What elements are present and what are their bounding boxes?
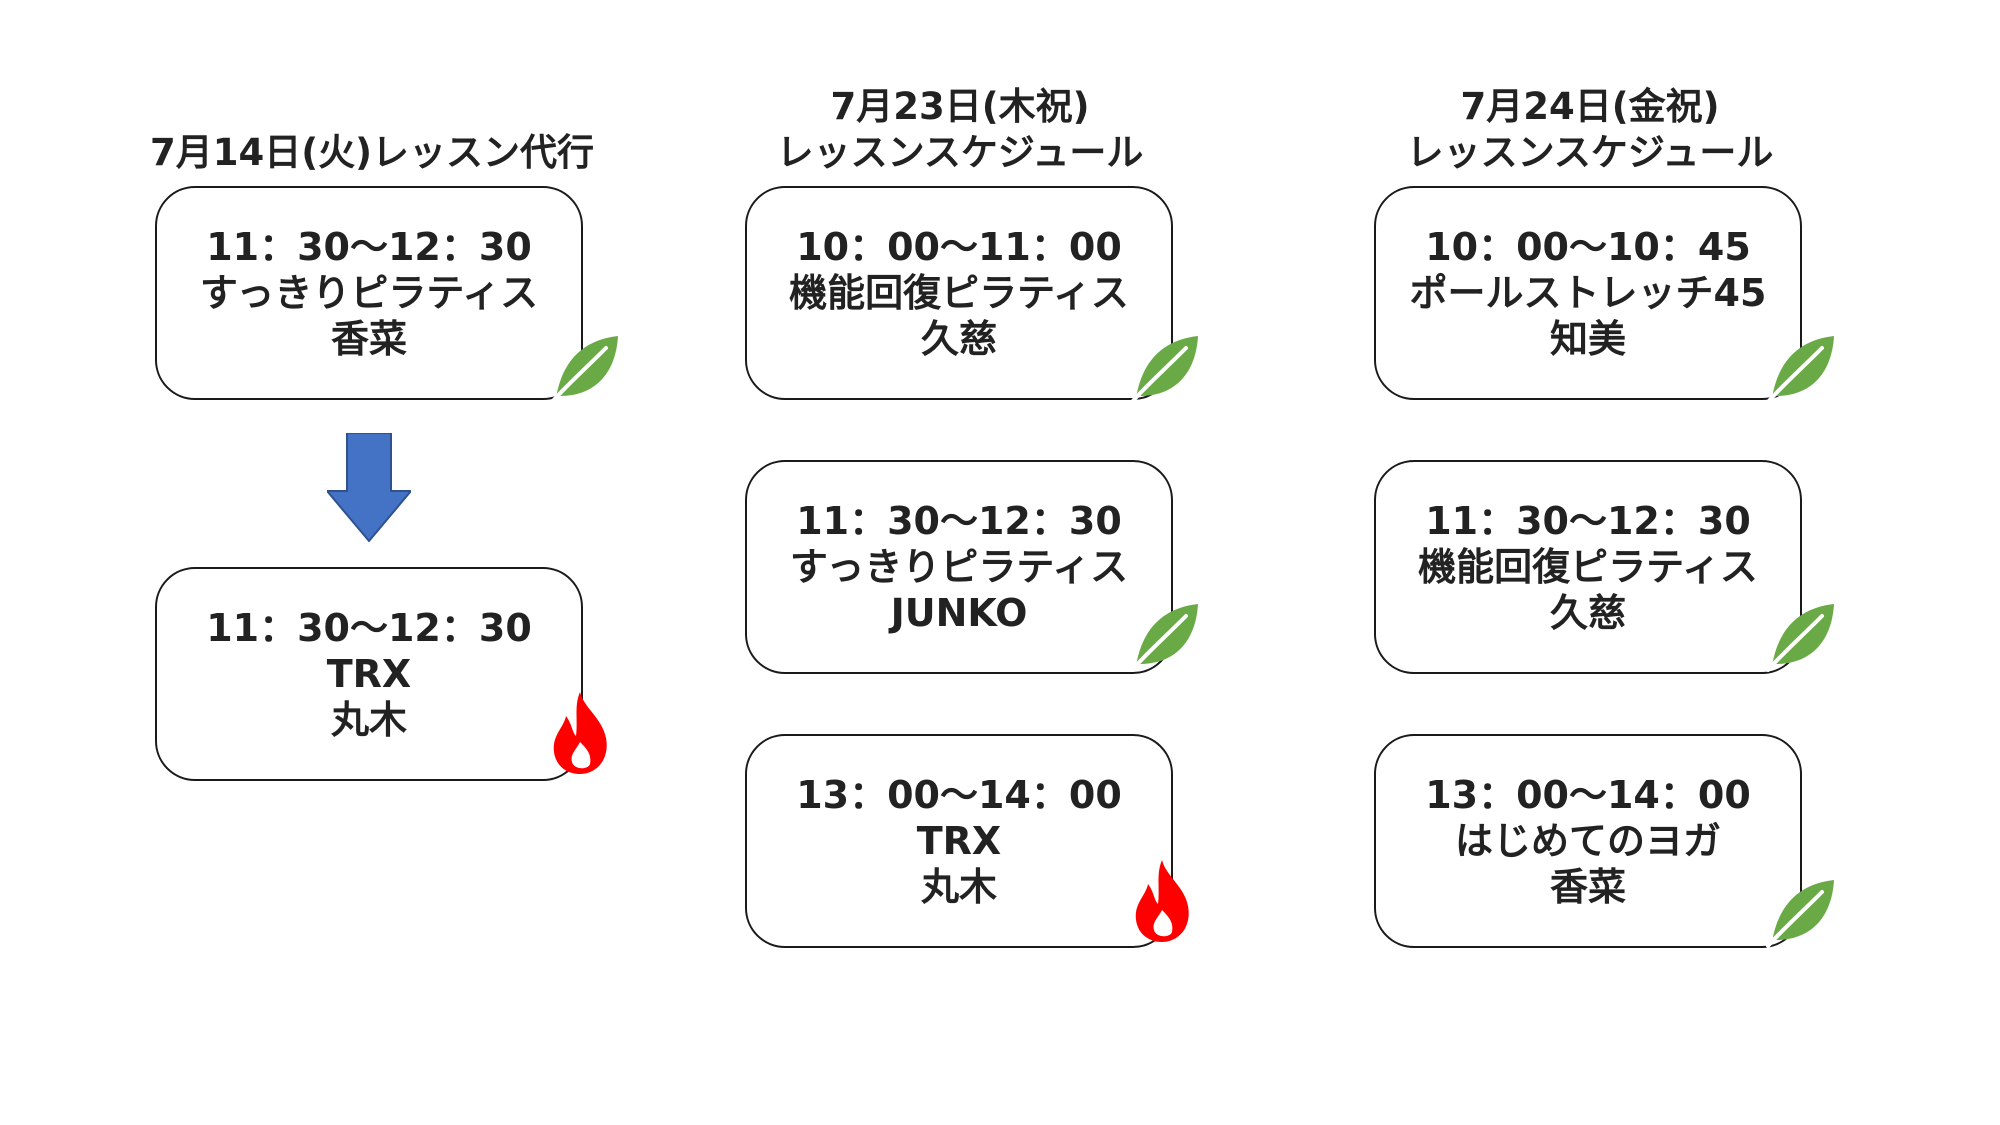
lesson-name: はじめてのヨガ xyxy=(1454,819,1721,863)
lesson-name: TRX xyxy=(326,652,412,696)
lesson-instructor: 香菜 xyxy=(330,317,407,361)
lesson-instructor: 知美 xyxy=(1549,317,1626,361)
lesson-card-jul14-substitute: 11：30～12：30 TRX 丸木 xyxy=(155,567,583,781)
lesson-time: 11：30～12：30 xyxy=(206,225,532,269)
down-arrow-icon xyxy=(327,433,411,543)
lesson-time: 10：00～11：00 xyxy=(796,225,1122,269)
lesson-card-jul23-2: 11：30～12：30 すっきりピラティス JUNKO xyxy=(745,460,1173,674)
leaf-icon xyxy=(1128,332,1200,404)
lesson-name: 機能回復ピラティス xyxy=(1418,545,1758,589)
lesson-instructor: 香菜 xyxy=(1549,865,1626,909)
lesson-card-jul24-2: 11：30～12：30 機能回復ピラティス 久慈 xyxy=(1374,460,1802,674)
lesson-name: ポールストレッチ45 xyxy=(1409,271,1767,315)
lesson-instructor: 久慈 xyxy=(920,317,997,361)
leaf-icon xyxy=(1764,876,1836,948)
heading-jul24-line1: 7月24日(金祝) xyxy=(1460,85,1720,128)
lesson-time: 11：30～12：30 xyxy=(206,606,532,650)
leaf-icon xyxy=(1128,600,1200,672)
heading-jul23-line2: レッスンスケジュール xyxy=(776,131,1144,174)
lesson-name: すっきりピラティス xyxy=(789,545,1129,589)
heading-jul24-line2: レッスンスケジュール xyxy=(1406,131,1774,174)
lesson-time: 11：30～12：30 xyxy=(796,499,1122,543)
lesson-card-jul23-3: 13：00～14：00 TRX 丸木 xyxy=(745,734,1173,948)
heading-jul23: 7月23日(木祝) レッスンスケジュール xyxy=(740,84,1180,176)
lesson-card-jul14-original: 11：30～12：30 すっきりピラティス 香菜 xyxy=(155,186,583,400)
lesson-card-jul23-1: 10：00～11：00 機能回復ピラティス 久慈 xyxy=(745,186,1173,400)
flame-icon xyxy=(550,690,612,776)
flame-icon xyxy=(1132,858,1194,944)
lesson-card-jul24-1: 10：00～10：45 ポールストレッチ45 知美 xyxy=(1374,186,1802,400)
heading-jul14: 7月14日(火)レッスン代行 xyxy=(150,130,595,176)
lesson-card-jul24-3: 13：00～14：00 はじめてのヨガ 香菜 xyxy=(1374,734,1802,948)
leaf-icon xyxy=(1764,332,1836,404)
leaf-icon xyxy=(548,332,620,404)
lesson-time: 10：00～10：45 xyxy=(1425,225,1751,269)
lesson-time: 13：00～14：00 xyxy=(1425,773,1751,817)
lesson-time: 13：00～14：00 xyxy=(796,773,1122,817)
lesson-name: TRX xyxy=(916,819,1002,863)
lesson-name: すっきりピラティス xyxy=(199,271,539,315)
leaf-icon xyxy=(1764,600,1836,672)
lesson-instructor: 丸木 xyxy=(920,865,997,909)
heading-jul24: 7月24日(金祝) レッスンスケジュール xyxy=(1370,84,1810,176)
lesson-instructor: JUNKO xyxy=(890,591,1028,635)
lesson-name: 機能回復ピラティス xyxy=(789,271,1129,315)
lesson-instructor: 丸木 xyxy=(330,698,407,742)
heading-jul14-line1: 7月14日(火)レッスン代行 xyxy=(150,131,595,174)
lesson-instructor: 久慈 xyxy=(1549,591,1626,635)
lesson-time: 11：30～12：30 xyxy=(1425,499,1751,543)
heading-jul23-line1: 7月23日(木祝) xyxy=(830,85,1090,128)
